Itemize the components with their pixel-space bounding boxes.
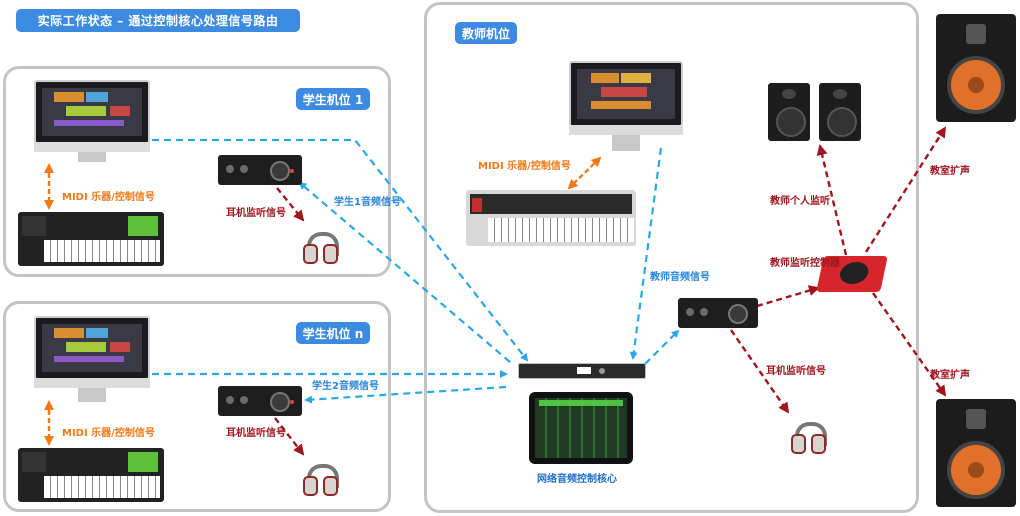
monitor-line-studentn xyxy=(274,417,305,456)
student-n-audio-interface xyxy=(218,386,302,416)
teacher-computer xyxy=(569,61,683,153)
room-speaker-bottom xyxy=(936,399,1016,507)
control-tablet xyxy=(529,392,633,464)
student-1-audio-label: 学生1音频信号 xyxy=(334,197,401,208)
monitor-line-teacher-headphone xyxy=(730,329,790,414)
monitor-line-interface-controller xyxy=(756,285,820,308)
audio-line-student1-monitor xyxy=(152,138,529,362)
student-n-midi-keyboard xyxy=(18,448,164,502)
student-n-midi-label: MIDI 乐器/控制信号 xyxy=(62,428,155,439)
teacher-headphone-label: 耳机监听信号 xyxy=(766,366,826,377)
teacher-tag: 教师机位 xyxy=(455,22,517,44)
student-n-computer xyxy=(34,316,150,408)
student-1-midi-label: MIDI 乐器/控制信号 xyxy=(62,192,155,203)
room-speaker-top xyxy=(936,14,1016,122)
core-label: 网络音频控制核心 xyxy=(537,474,617,485)
audio-line-student1-headphone xyxy=(298,181,511,363)
student-n-headphone-label: 耳机监听信号 xyxy=(226,428,286,439)
student-n-audio-label: 学生2音频信号 xyxy=(312,381,379,392)
monitor-controller-label: 教师监听控制器 xyxy=(770,258,840,269)
page-title: 实际工作状态 – 通过控制核心处理信号路由 xyxy=(16,9,300,32)
personal-monitor-label: 教师个人监听 xyxy=(770,196,830,207)
room-speaker-top-label: 教室扩声 xyxy=(930,166,970,177)
personal-monitor-left xyxy=(768,83,810,141)
personal-monitor-right xyxy=(819,83,861,141)
midi-line-teacher xyxy=(567,156,602,190)
audio-line-core-interface xyxy=(644,329,680,365)
student-1-tag: 学生机位 1 xyxy=(296,88,370,110)
student-1-audio-interface xyxy=(218,155,302,185)
monitor-line-controller-speaker-bottom xyxy=(872,292,947,397)
monitor-line-controller-personal xyxy=(816,144,848,256)
headphone-icon xyxy=(790,420,827,454)
student-n-tag: 学生机位 n xyxy=(296,322,370,344)
monitor-line-student1 xyxy=(276,187,305,222)
teacher-audio-interface xyxy=(678,298,758,328)
audio-control-core xyxy=(518,363,646,379)
student-1-headphone-label: 耳机监听信号 xyxy=(226,208,286,219)
headphone-icon xyxy=(302,462,339,496)
monitor-line-controller-speaker-top xyxy=(864,126,947,253)
audio-line-teacher-computer xyxy=(629,147,663,360)
student-1-midi-keyboard xyxy=(18,212,164,266)
teacher-midi-keyboard xyxy=(466,190,636,246)
teacher-midi-label: MIDI 乐器/控制信号 xyxy=(478,161,571,172)
room-speaker-bottom-label: 教室扩声 xyxy=(930,370,970,381)
teacher-audio-label: 教师音频信号 xyxy=(650,272,710,283)
student-1-computer xyxy=(34,80,150,164)
headphone-icon xyxy=(302,230,339,264)
audio-line-studentn-interface xyxy=(304,385,507,404)
